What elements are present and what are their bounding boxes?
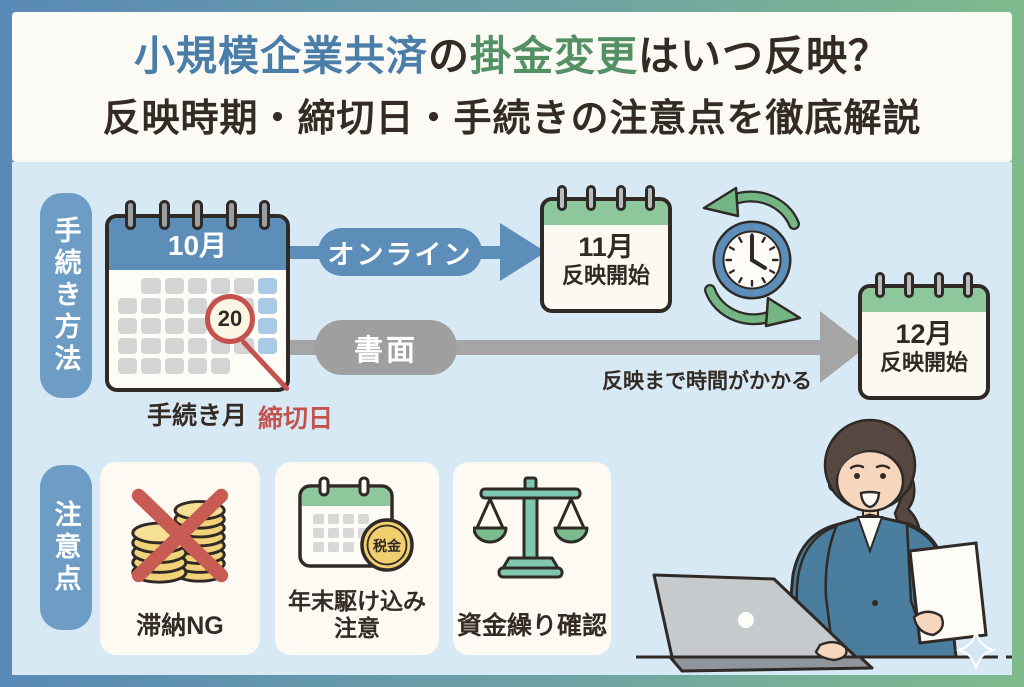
right-hand [814,640,848,662]
section-label-caution: 注意点 [40,465,92,630]
laptop-logo [738,612,754,628]
eyebrows [849,464,891,470]
title-particle: の [428,32,470,79]
section-label-caution-text: 注意点 [50,499,81,596]
calendar-result-text: 11月 反映開始 [544,231,668,290]
diagram-area: 手続き方法 注意点 10月 [12,162,1012,675]
online-arrow-head [500,223,546,281]
calendar-body: 11月 反映開始 [540,197,672,313]
deadline-day-circle: 20 [205,294,255,344]
clock-sync-icon [702,186,802,328]
poster: 小規模企業共済の掛金変更はいつ反映？ 反映時期・締切日・手続きの注意点を徹底解説… [12,12,1012,675]
result-caption: 反映開始 [561,263,650,289]
calendar-grid-cells [313,514,369,552]
woman-laptop-illustration [636,418,1012,673]
laptop-base [668,655,874,673]
caution-card-label: 資金繰り確認 [457,612,608,641]
calendar-result-text: 12月 反映開始 [862,318,986,377]
caution-card-cashflow: 資金繰り確認 [453,462,611,655]
title-question: はいつ反映？ [638,32,890,79]
paper-route-note: 反映まで時間がかかる [602,370,812,393]
online-route-label: オンライン [318,228,482,276]
title-line-2: 反映時期・締切日・手続きの注意点を徹底解説 [102,98,922,141]
title-band: 小規模企業共済の掛金変更はいつ反映？ 反映時期・締切日・手続きの注意点を徹底解説 [12,12,1012,162]
result-month: 11月 [578,232,634,262]
calendar-rings [540,185,672,211]
result-caption: 反映開始 [879,350,968,376]
eye [880,473,886,479]
bangs [834,438,906,479]
clock-hands [750,234,767,270]
shirt-v [856,516,884,555]
smile [859,490,881,509]
calendar-rings [858,272,990,298]
title-line-1: 小規模企業共済の掛金変更はいつ反映？ [134,32,890,81]
december-result-calendar-icon: 12月 反映開始 [858,272,990,400]
section-label-procedure-text: 手続き方法 [50,215,81,376]
calendar-body: 12月 反映開始 [858,284,990,400]
start-month-caption: 手続き月 [146,402,247,430]
caution-label-line1: 年末駆け込み [288,588,426,615]
november-result-calendar-icon: 11月 反映開始 [540,185,672,313]
paper-route-label: 書面 [315,320,457,375]
caution-label-line2: 注意 [334,614,380,641]
red-x-mark [131,488,229,583]
title-keyword-green: 掛金変更 [470,32,638,79]
caution-card-yearend: 税金 年末駆け込み 注意 [275,462,439,655]
balance-scale-icon [473,476,589,579]
sparkle [955,630,997,670]
result-month: 12月 [895,319,953,349]
calendar-day-grid [109,270,286,382]
eye [854,473,860,479]
calendar-rings [105,200,290,230]
section-label-procedure: 手続き方法 [40,193,92,398]
title-keyword-blue: 小規模企業共済 [134,32,428,79]
deadline-label: 締切日 [258,405,334,433]
tax-coin-text: 税金 [373,538,402,554]
button [872,600,878,606]
coins-crossed-icon [131,488,229,584]
caution-card-label: 滞納NG [136,612,224,641]
caution-card-label: 年末駆け込み 注意 [288,588,426,641]
left-hand [912,610,944,637]
caution-card-arrears: 滞納NG [100,462,260,655]
calendar-tax-coin-icon: 税金 [298,476,414,572]
